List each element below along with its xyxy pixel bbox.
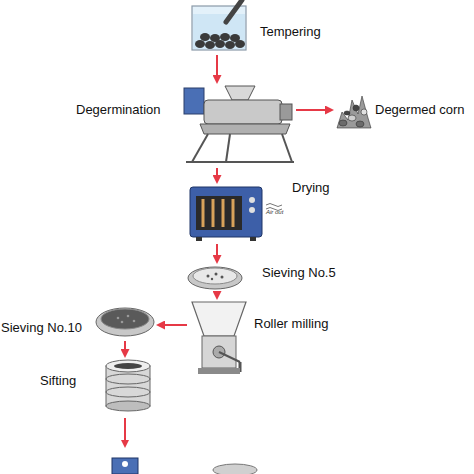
flow-arrow [216, 55, 218, 82]
flow-arrow [216, 294, 218, 298]
roller-mill-icon [192, 302, 246, 374]
cut-off-icon [112, 458, 257, 474]
flow-arrow [216, 168, 218, 182]
step-label: Sieving No.5 [262, 265, 336, 280]
flow-arrow [296, 109, 332, 111]
process-step: Sifting [105, 359, 151, 413]
flow-arrow [158, 324, 187, 326]
process-step: Sieving No.10 [95, 307, 155, 338]
sieve-icon [188, 267, 242, 289]
flow-arrow [124, 418, 126, 446]
process-step: Degermed corn [335, 88, 372, 132]
process-step: Drying [190, 185, 264, 241]
step-label: Drying [292, 180, 330, 195]
process-step: Roller milling [190, 301, 248, 377]
sieve-icon [96, 308, 154, 336]
sifter-icon [106, 360, 150, 411]
step-label: Sifting [40, 373, 76, 388]
corn-pile-icon [337, 96, 371, 128]
beaker-icon [192, 0, 246, 50]
step-label: Tempering [260, 24, 321, 39]
flow-arrow [216, 244, 218, 262]
step-label: Degermination [76, 102, 161, 117]
process-step: Sieving No.5 [188, 265, 243, 291]
step-label: Roller milling [254, 316, 328, 331]
flow-arrow [124, 341, 126, 356]
process-step: Degermination [183, 85, 293, 165]
step-label: Degermed corn [375, 102, 465, 117]
step-label: Sieving No.10 [1, 320, 82, 335]
process-step: Tempering [187, 2, 249, 52]
annotation: Air out [266, 209, 283, 215]
degerminator-icon [184, 86, 294, 162]
